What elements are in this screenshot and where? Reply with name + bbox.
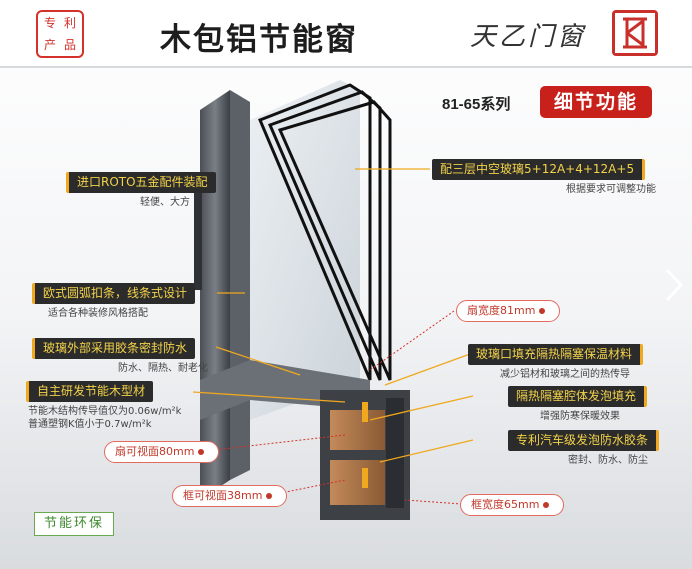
dimension-sash-width-label: 扇宽度81mm: [467, 304, 536, 317]
eco-friendly-badge: 节能环保: [34, 512, 114, 536]
seal-char: 专: [43, 16, 56, 30]
callout-energy-wood-note-1: 节能木结构传导值仅为0.06w/m²k: [28, 406, 182, 417]
window-profile-illustration: [194, 80, 410, 520]
callout-patent-gasket-note: 密封、防水、防尘: [568, 455, 648, 466]
dimension-frame-width: 框宽度65mm: [460, 494, 565, 516]
callout-waterproof-seal: 玻璃外部采用胶条密封防水: [32, 338, 196, 359]
dimension-sash-visible: 扇可视面80mm: [104, 441, 220, 463]
dimension-dot: [543, 502, 550, 508]
dimension-dot: [198, 449, 205, 455]
dimension-dot: [539, 308, 546, 314]
header-bar: [0, 0, 692, 68]
callout-foam-fill: 隔热隔塞腔体发泡填充: [508, 386, 648, 407]
callout-triple-glass: 配三层中空玻璃5+12A+4+12A+5: [432, 159, 646, 180]
seal-char: 产: [43, 38, 56, 52]
brand-name: 天乙门窗: [470, 22, 587, 52]
callout-glass-insulation-note: 减少铝材和玻璃之间的热传导: [500, 369, 630, 380]
seal-char: 利: [63, 16, 76, 30]
callout-roto-hardware-note: 轻便、大方: [140, 197, 190, 208]
callout-energy-wood-note-2: 普通塑钢K值小于0.7w/m²k: [28, 419, 152, 430]
dimension-frame-width-label: 框宽度65mm: [471, 498, 540, 511]
callout-energy-wood-profile: 自主研发节能木型材: [26, 381, 154, 402]
callout-european-trim-note: 适合各种装修风格搭配: [48, 308, 148, 319]
dimension-frame-visible-label: 框可视面38mm: [183, 489, 263, 502]
chevron-right-icon[interactable]: [664, 268, 684, 302]
dimension-sash-width: 扇宽度81mm: [456, 300, 561, 322]
dimension-sash-visible-label: 扇可视面80mm: [115, 445, 195, 458]
page-title: 木包铝节能窗: [160, 22, 358, 58]
callout-roto-hardware: 进口ROTO五金配件装配: [66, 172, 216, 193]
dimension-dot: [266, 493, 273, 499]
dimension-frame-visible: 框可视面38mm: [172, 485, 288, 507]
callout-foam-fill-note: 增强防寒保暖效果: [540, 411, 620, 422]
callout-glass-insulation: 玻璃口填充隔热隔塞保温材料: [468, 344, 644, 365]
callout-european-trim: 欧式圆弧扣条，线条式设计: [32, 283, 196, 304]
detail-function-badge: 细节功能: [540, 86, 652, 118]
callout-triple-glass-note: 根据要求可调整功能: [566, 184, 656, 195]
seal-char: 品: [63, 38, 76, 52]
callout-waterproof-seal-note: 防水、隔热、耐老化: [118, 363, 208, 374]
series-label: 81-65系列: [442, 96, 511, 113]
header-divider: [0, 66, 692, 68]
patent-seal: 专 利 产 品: [36, 10, 84, 58]
brand-logo-icon: [612, 10, 658, 56]
callout-patent-gasket: 专利汽车级发泡防水胶条: [508, 430, 660, 451]
